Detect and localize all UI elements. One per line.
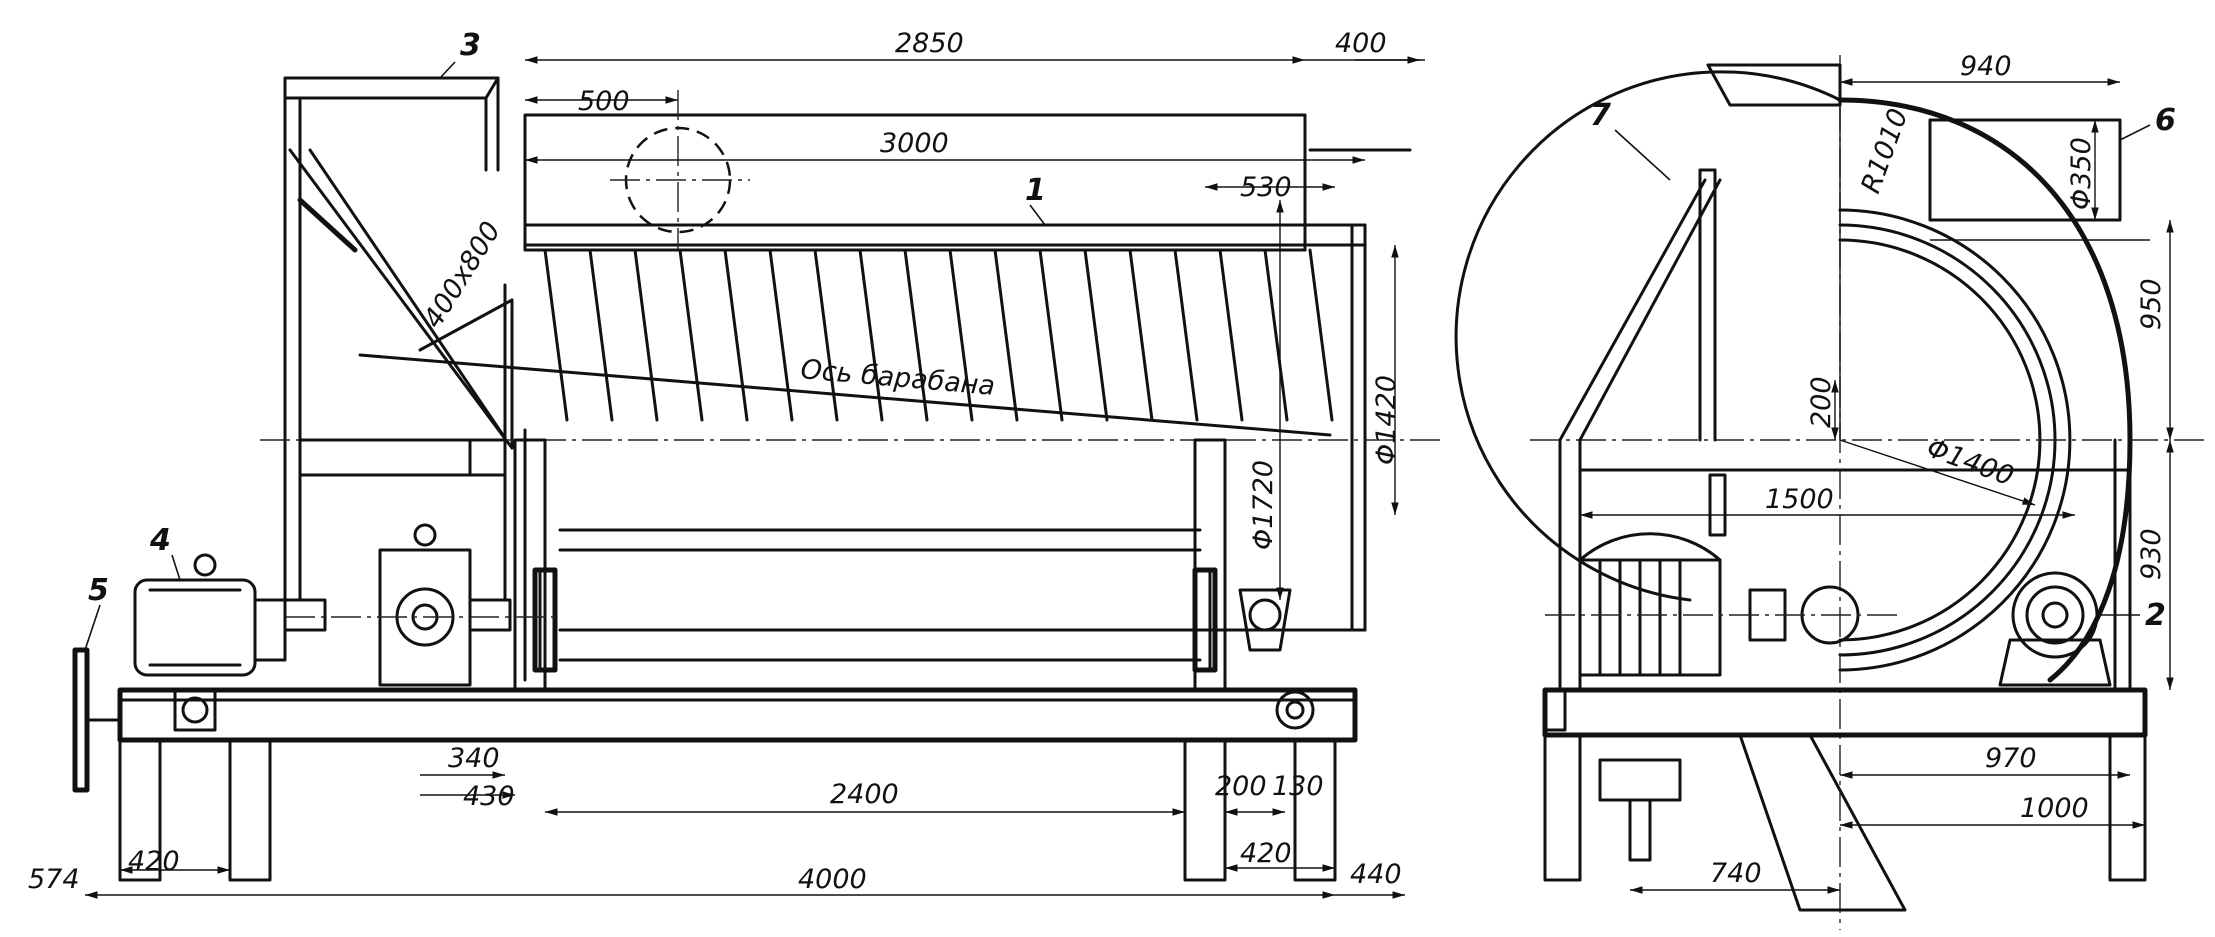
base-frame <box>117 687 1358 882</box>
drum <box>523 90 1412 682</box>
dim-200-side: 200 <box>1806 376 1837 428</box>
part-label-4: 4 <box>149 523 171 558</box>
spiral-fin <box>543 248 569 422</box>
drive-gears <box>532 567 1218 673</box>
dim-1000: 1000 <box>2020 793 2089 824</box>
side-drive <box>1545 532 1900 862</box>
dim-2400: 2400 <box>830 779 899 810</box>
part-label-7: 7 <box>1590 98 1611 133</box>
spiral-fin <box>1218 248 1244 422</box>
spiral-fin <box>1308 248 1334 422</box>
spiral-fin <box>1263 248 1289 422</box>
dim-3000: 3000 <box>880 128 949 159</box>
dim-2850: 2850 <box>895 28 964 59</box>
dim-970: 970 <box>1985 743 2037 774</box>
casing-outline <box>1454 70 1842 602</box>
spiral-fin <box>903 248 929 422</box>
dim-phi350: Φ350 <box>2066 137 2097 210</box>
part-label-2: 2 <box>2145 598 2166 633</box>
side-bearing <box>1998 571 2112 687</box>
leader-7 <box>1614 129 1671 181</box>
leader-4 <box>171 554 181 581</box>
spiral-fin <box>858 248 884 422</box>
dim-130: 130 <box>1272 771 1324 802</box>
outlet-pipe <box>1928 118 2122 222</box>
side-dimensions <box>1580 78 2174 894</box>
spiral-fin <box>723 248 749 422</box>
hopper <box>283 76 514 602</box>
handwheel <box>72 647 122 793</box>
dim-530: 530 <box>1240 172 1292 203</box>
spiral-fin <box>1083 248 1109 422</box>
part-labels: 3 1 4 5 6 7 2 <box>88 28 2176 633</box>
leader-3 <box>439 61 456 79</box>
bearing <box>1238 588 1315 730</box>
dim-420-left: 420 <box>128 846 180 877</box>
dim-420-right: 420 <box>1240 838 1292 869</box>
dim-200: 200 <box>1215 771 1267 802</box>
dim-950: 950 <box>2136 278 2167 330</box>
part-label-1: 1 <box>1025 173 1046 208</box>
dim-phi1420: Φ1420 <box>1371 375 1402 465</box>
spiral-fin <box>633 248 659 422</box>
spiral-fin <box>1128 248 1154 422</box>
dim-340: 340 <box>448 743 500 774</box>
spiral-fin <box>813 248 839 422</box>
spiral-fin <box>948 248 974 422</box>
part-label-5: 5 <box>88 573 109 608</box>
dim-400: 400 <box>1335 28 1387 59</box>
leader-6 <box>2119 124 2151 141</box>
dim-440: 440 <box>1350 859 1402 890</box>
dim-930: 930 <box>2136 528 2167 580</box>
leader-5 <box>84 604 101 651</box>
dim-r1010: R1010 <box>1855 105 1914 198</box>
gearbox <box>283 523 560 687</box>
motor <box>133 553 287 732</box>
spiral-fin <box>1038 248 1064 422</box>
dim-940: 940 <box>1960 51 2012 82</box>
spiral-fin <box>588 248 614 422</box>
frame <box>298 438 1227 692</box>
dim-4000: 4000 <box>798 864 867 895</box>
dim-1500: 1500 <box>1765 484 1834 515</box>
spiral-fin <box>768 248 794 422</box>
drum-axis-line <box>358 353 1332 437</box>
part-label-6: 6 <box>2155 103 2176 138</box>
dim-400x800: 400x800 <box>418 216 507 333</box>
dim-740: 740 <box>1710 858 1762 889</box>
side-view <box>1454 55 2210 930</box>
dim-phi1720: Φ1720 <box>1248 460 1279 550</box>
leader-1 <box>1029 204 1046 226</box>
discharge-chute <box>1738 733 1907 912</box>
side-frame <box>1542 438 2148 882</box>
dim-430: 430 <box>463 781 515 812</box>
front-view <box>72 56 1440 899</box>
spiral-fins <box>543 248 1334 422</box>
front-dimensions <box>85 56 1425 899</box>
spiral-fin <box>1173 248 1199 422</box>
drum-ring-outer <box>1838 208 2072 672</box>
dim-500: 500 <box>578 86 630 117</box>
part-label-3: 3 <box>460 28 481 63</box>
dim-574: 574 <box>28 864 80 895</box>
spiral-fin <box>678 248 704 422</box>
inner-shield <box>1558 168 1727 537</box>
spiral-fin <box>993 248 1019 422</box>
